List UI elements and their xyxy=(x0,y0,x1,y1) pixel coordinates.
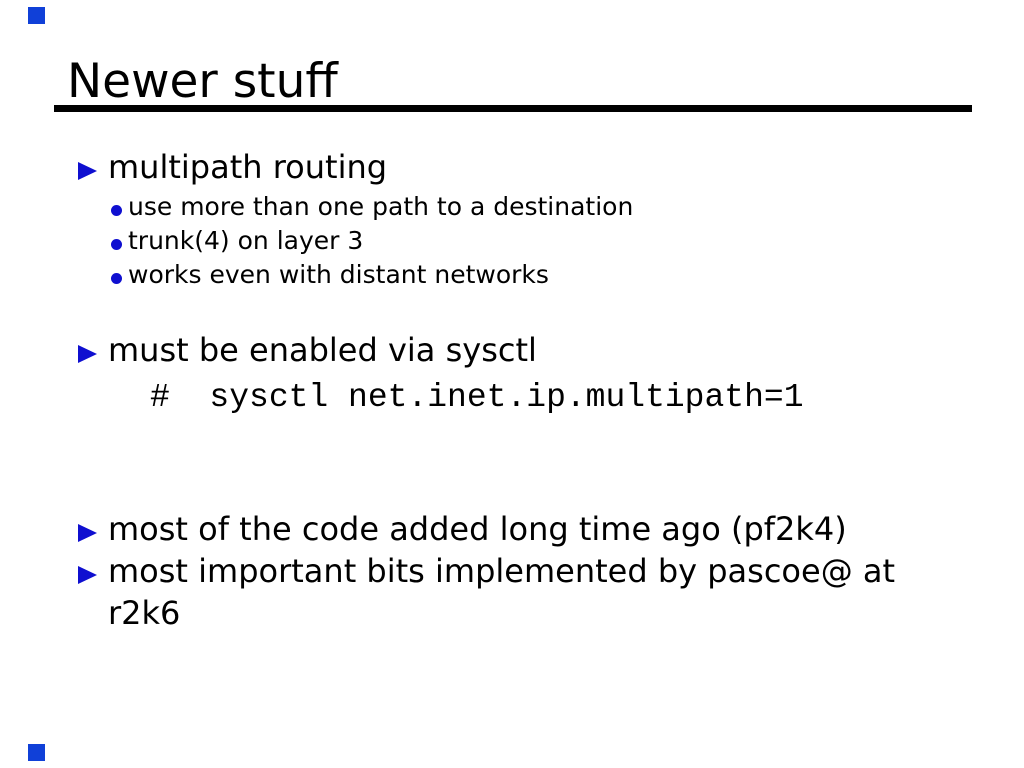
bullet-label: most important bits implemented by pasco… xyxy=(108,552,896,590)
bullet-item: most important bits implemented by pasco… xyxy=(78,550,895,634)
bullet-item: most of the code added long time ago (pf… xyxy=(78,508,847,550)
dot-bullet-icon xyxy=(111,205,122,216)
sub-bullet-item: works even with distant networks xyxy=(111,258,633,292)
dot-bullet-icon xyxy=(111,239,122,250)
sub-bullet-label: use more than one path to a destination xyxy=(128,192,634,221)
corner-marker-icon xyxy=(28,744,45,761)
sysctl-command-text: # sysctl net.inet.ip.multipath=1 xyxy=(150,379,804,416)
triangle-bullet-icon xyxy=(78,345,97,363)
bullet-label: must be enabled via sysctl xyxy=(108,331,537,369)
bullet-label-continuation: r2k6 xyxy=(108,594,181,632)
sub-bullet-item: trunk(4) on layer 3 xyxy=(111,224,633,258)
bullet-item: must be enabled via sysctl xyxy=(78,329,537,371)
triangle-bullet-icon xyxy=(78,566,97,584)
sub-bullet-item: use more than one path to a destination xyxy=(111,190,633,224)
sub-bullet-label: trunk(4) on layer 3 xyxy=(128,226,364,255)
page-title: Newer stuff xyxy=(67,54,338,109)
dot-bullet-icon xyxy=(111,273,122,284)
bullet-item: multipath routing xyxy=(78,146,387,188)
bullet-label: multipath routing xyxy=(108,148,388,186)
sub-bullet-list: use more than one path to a destination … xyxy=(111,190,633,292)
bullet-label: most of the code added long time ago (pf… xyxy=(108,510,847,548)
sub-bullet-label: works even with distant networks xyxy=(128,260,549,289)
triangle-bullet-icon xyxy=(78,524,97,542)
title-underline-rule xyxy=(54,105,972,112)
triangle-bullet-icon xyxy=(78,162,97,180)
corner-marker-icon xyxy=(28,7,45,24)
